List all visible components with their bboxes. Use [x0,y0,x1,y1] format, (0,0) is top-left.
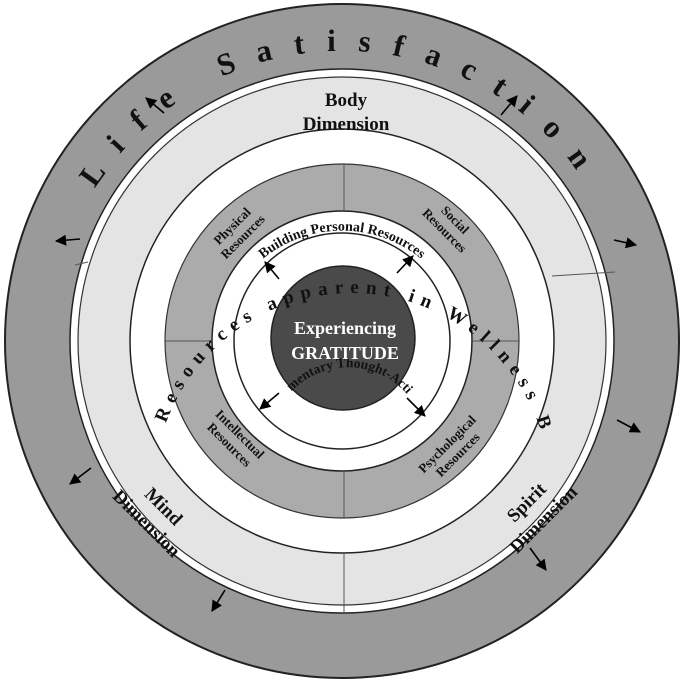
body-dimension-line1: Body [325,90,368,111]
arrow-life-top-left [145,97,165,114]
arrow-to-social [396,255,414,274]
arrow-to-psychological [406,397,426,417]
arrow-life-bottom-left [211,589,226,612]
arrow-life-top-right [500,95,518,116]
arrow-life-bottom-right [529,547,547,571]
arrow-to-physical [264,261,280,280]
arrow-life-lower-right [616,419,641,433]
dimension-divider-right [551,271,616,277]
dimension-divider-left [74,261,89,266]
arrow-life-right [613,237,638,249]
core-line1: Experiencing [294,318,396,338]
arrow-life-lower-left [69,467,92,485]
arrow-to-intellectual [259,392,280,410]
arrow-life-left [54,234,81,246]
core-line2: GRATITUDE [291,343,399,363]
body-dimension-line2: Dimension [303,114,390,135]
gratitude-core [270,265,416,411]
